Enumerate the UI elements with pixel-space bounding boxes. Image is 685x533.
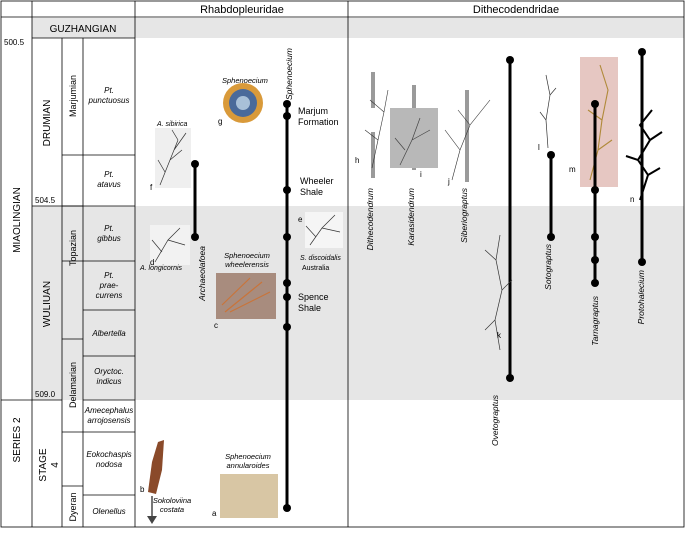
specimen-d-name: A. longicornis [139, 265, 183, 272]
age-bottom: 509.0 [35, 390, 56, 399]
guzhangian-band [32, 18, 684, 38]
specimen-b-arrowhead [147, 516, 157, 524]
taxon-sphenoecium-column: Sphenoecium [284, 48, 294, 100]
specimen-e-image [305, 212, 343, 248]
zone-oryctocephalus: Oryctoc.indicus [94, 367, 124, 386]
family-header-right: Dithecodendridae [473, 4, 559, 16]
sphenoecium-points [283, 100, 291, 512]
age-top: 500.5 [4, 38, 25, 47]
specimen-g-letter: g [218, 117, 222, 126]
zone-olenellus: Olenellus [92, 507, 125, 516]
regional-marjumian: Marjumian [68, 75, 78, 117]
specimen-k-letter: k [497, 331, 502, 340]
family-header-left: Rhabdopleuridae [200, 4, 284, 16]
zone-albertella: Albertella [91, 329, 126, 338]
age-mid: 504.5 [35, 196, 56, 205]
taxon-protohalecium: Protohalecium [636, 270, 646, 324]
series-miaolingian: MIAOLINGIAN [12, 187, 23, 253]
archaeolafoea-bottom [191, 233, 199, 241]
specimen-f-image [155, 128, 191, 188]
specimen-i-letter: i [420, 170, 422, 179]
regional-delamarian: Delamarian [68, 362, 78, 408]
specimen-a-letter: a [212, 509, 217, 518]
ovetograptus-bottom [506, 374, 514, 382]
protohalecium-top [638, 48, 646, 56]
zone-praecurrens: Pt.prae-currens [96, 271, 123, 300]
ovetograptus-top [506, 56, 514, 64]
specimen-e-name: S. discoidalis [300, 255, 341, 262]
zone-punctuosus: Pt.punctuosus [88, 86, 130, 105]
specimen-g-name: Sphenoecium [222, 76, 268, 85]
specimen-b-image [148, 440, 164, 494]
taxon-karasidendrum: Karasidendrum [406, 188, 416, 246]
specimen-l-letter: l [538, 143, 540, 152]
taxon-tarnagraptus: Tarnagraptus [590, 295, 600, 346]
stage-wuliuan: WULIUAN [42, 281, 53, 327]
specimen-h-letter: h [355, 156, 359, 165]
specimen-m-letter: m [569, 165, 576, 174]
specimen-n-letter: n [630, 195, 634, 204]
specimen-d-image [150, 225, 190, 265]
zone-gibbus: Pt.gibbus [97, 224, 121, 243]
specimen-e-locality: Australia [302, 265, 329, 272]
specimen-c-letter: c [214, 321, 218, 330]
specimen-i-detail [394, 117, 431, 166]
specimen-k-image [484, 234, 513, 351]
specimen-i-image [390, 108, 438, 168]
regional-dyeran: Dyeran [68, 492, 78, 521]
specimen-e-letter: e [298, 215, 303, 224]
specimen-a-image [220, 474, 278, 518]
taxon-siberiograptus: Siberiograptus [459, 187, 469, 243]
archaeolafoea-top [191, 160, 199, 168]
taxon-sotograptus: Sotograptus [543, 243, 553, 290]
zone-atavus: Pt.atavus [97, 170, 121, 189]
protohalecium-bottom [638, 258, 646, 266]
stage-guzhangian: GUZHANGIAN [50, 24, 117, 35]
specimen-c-image [216, 273, 276, 319]
specimen-j-image [444, 99, 491, 181]
specimen-c-detail [221, 277, 271, 313]
specimen-f-letter: f [150, 183, 153, 192]
taxon-archaeolafoea: Archaeolafoea [197, 246, 207, 302]
specimen-j-letter: j [447, 177, 450, 186]
taxon-dithecodendrum: Dithecodendrum [365, 188, 375, 250]
sotograptus-bottom [547, 233, 555, 241]
wuliuan-band [32, 206, 684, 400]
regional-topazian: Topazian [68, 230, 78, 266]
sotograptus-top [547, 151, 555, 159]
specimen-h-image [364, 89, 389, 169]
specimen-n-image [625, 109, 663, 201]
tarnagraptus-points [591, 100, 599, 287]
specimen-m-image [580, 57, 618, 187]
specimen-g-image [223, 83, 263, 123]
stage-4-label: STAGE4 [38, 448, 61, 481]
specimen-b-letter: b [140, 485, 145, 494]
stage-drumian: DRUMIAN [42, 100, 53, 147]
series-2: SERIES 2 [12, 417, 23, 462]
taxon-ovetograptus: Ovetograptus [490, 394, 500, 446]
specimen-d-letter: d [150, 258, 154, 267]
specimen-l-image [539, 74, 557, 149]
specimen-f-name: A. sibirica [156, 121, 187, 128]
